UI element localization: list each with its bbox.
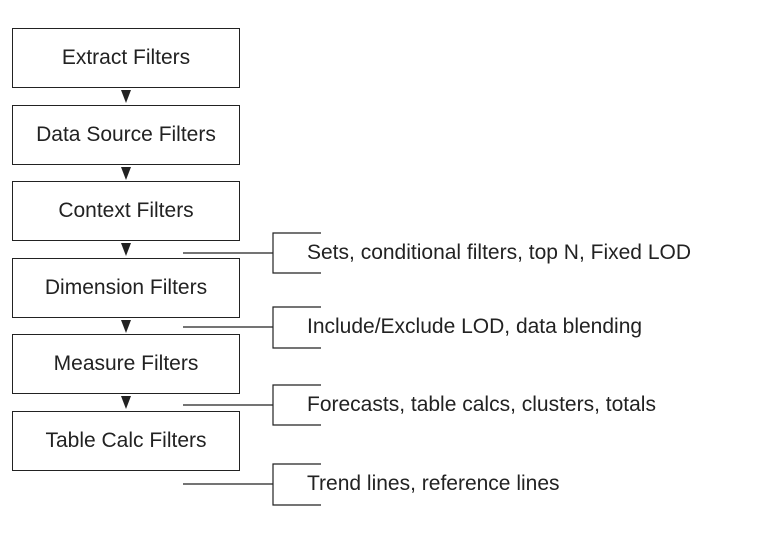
stage-arrows: [121, 90, 131, 409]
note-sets-fixed-lod: Sets, conditional filters, top N, Fixed …: [307, 241, 691, 264]
stage-extract-filters: Extract Filters: [12, 28, 240, 88]
stage-data-source-filters: Data Source Filters: [12, 105, 240, 165]
stage-measure-filters: Measure Filters: [12, 334, 240, 394]
arrow-datasource-to-context: [121, 167, 131, 180]
note-brackets: [183, 232, 321, 506]
arrow-dimension-to-measure: [121, 320, 131, 333]
arrow-extract-to-datasource: [121, 90, 131, 103]
stage-table-calc-filters: Table Calc Filters: [12, 411, 240, 471]
stage-context-filters: Context Filters: [12, 181, 240, 241]
note-include-exclude-lod: Include/Exclude LOD, data blending: [307, 315, 643, 338]
bracket-trend-lines: [183, 463, 321, 506]
bracket-sets: [183, 232, 321, 274]
note-trend-reference-lines: Trend lines, reference lines: [307, 472, 560, 495]
stage-dimension-filters: Dimension Filters: [12, 258, 240, 318]
bracket-include-exclude: [183, 306, 321, 349]
note-forecasts-table-calcs: Forecasts, table calcs, clusters, totals: [307, 393, 656, 416]
arrow-measure-to-tablecalc: [121, 396, 131, 409]
bracket-forecasts: [183, 384, 321, 426]
arrow-context-to-dimension: [121, 243, 131, 256]
